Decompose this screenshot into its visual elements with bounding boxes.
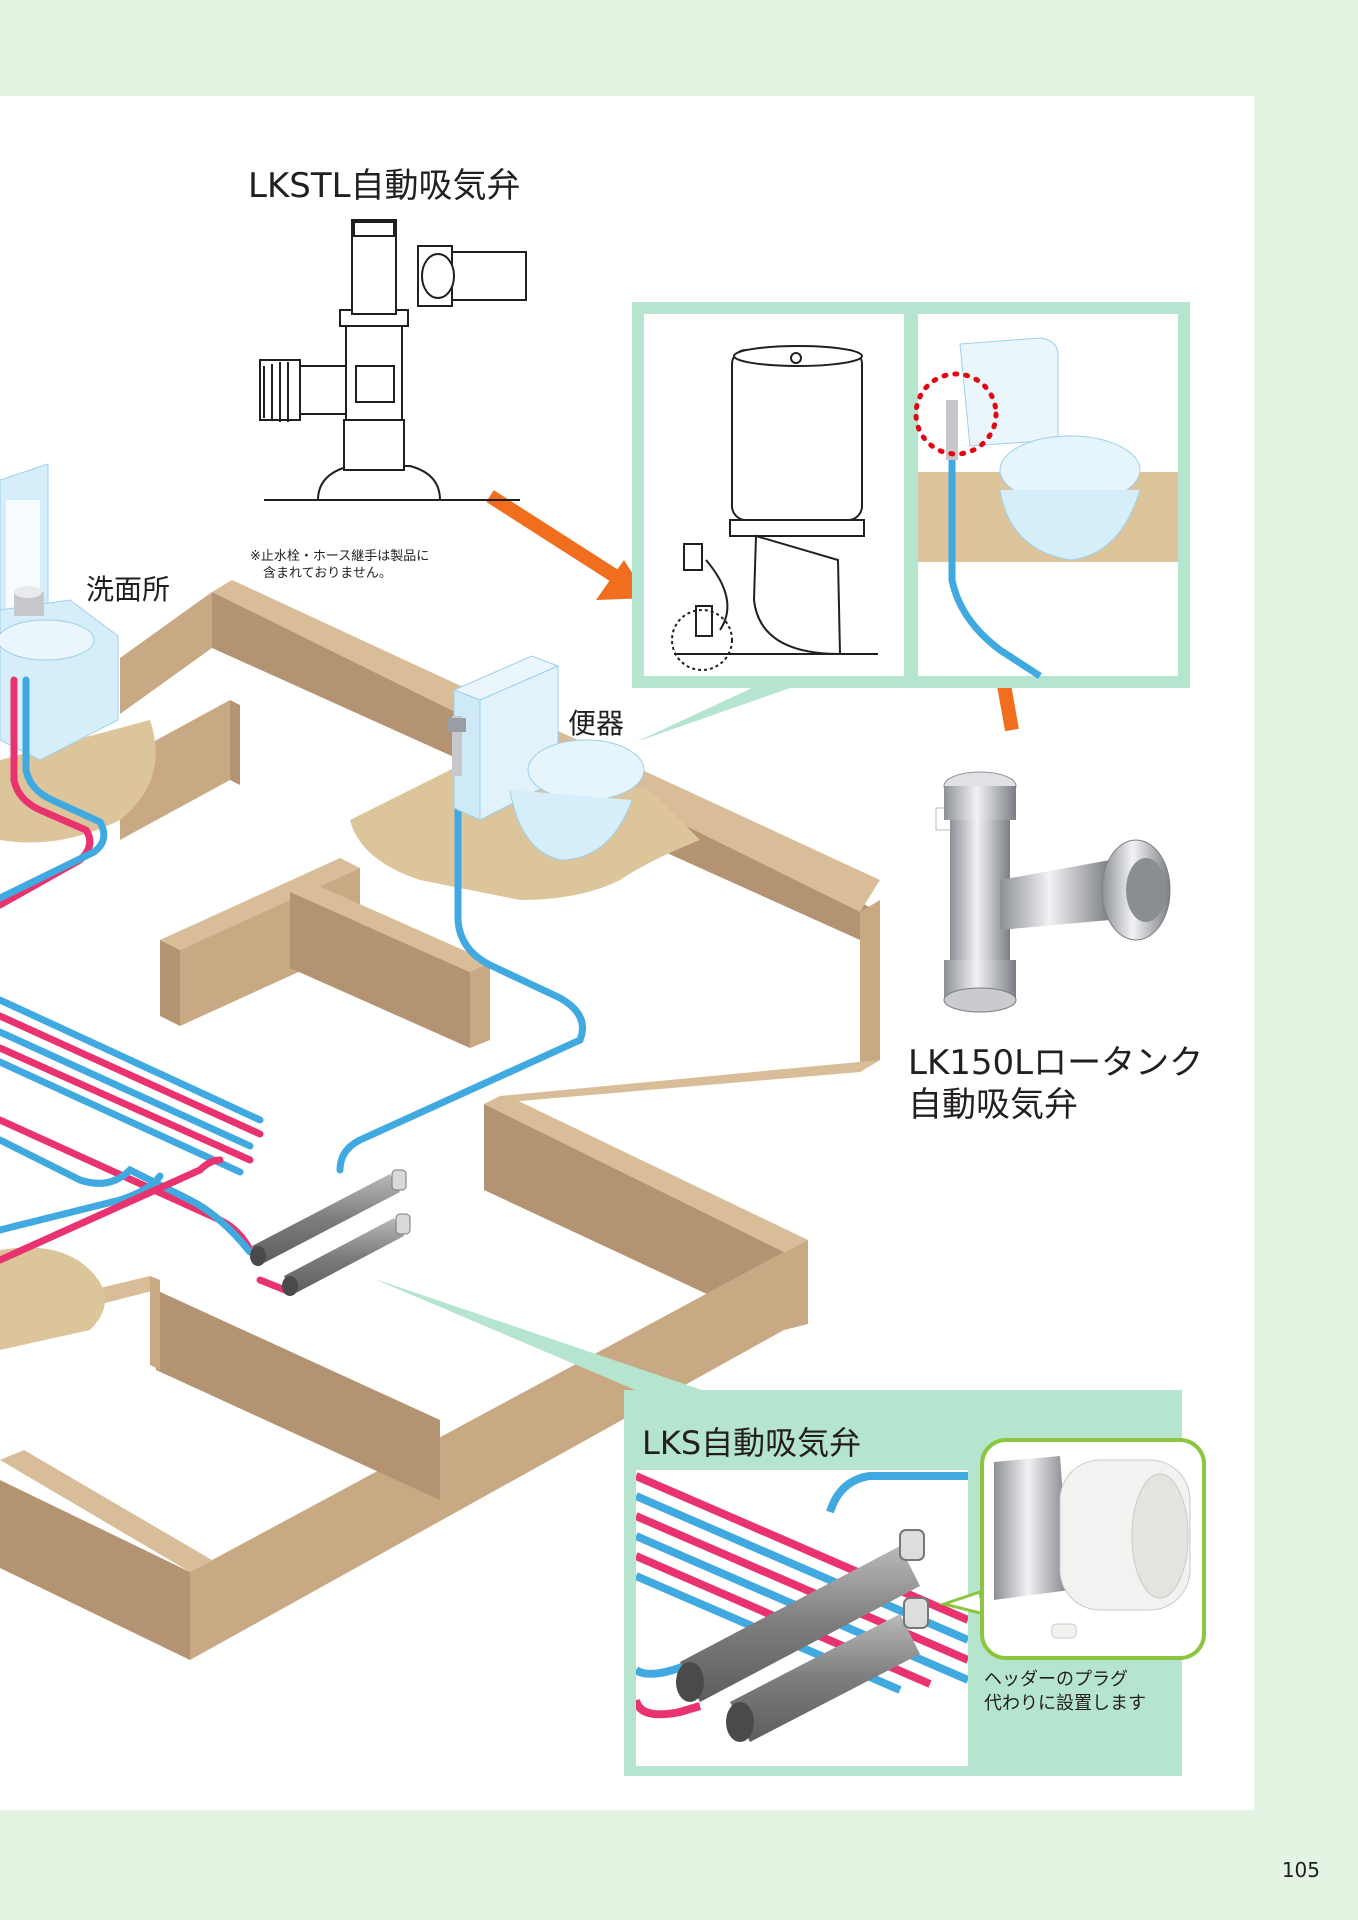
toilet-in-room xyxy=(448,655,645,861)
plug-caption: ヘッダーのプラグ 代わりに設置します xyxy=(984,1668,1146,1716)
plug-caption-line-2: 代わりに設置します xyxy=(984,1693,1146,1714)
lks-callout xyxy=(372,1278,1206,1776)
lk150l-title-line-2: 自動吸気弁 xyxy=(908,1085,1078,1125)
page-number: 105 xyxy=(1281,1858,1320,1882)
pipe-network xyxy=(0,676,586,1296)
lk150l-title: LK150Lロータンク 自動吸気弁 xyxy=(908,1042,1203,1126)
pipe-headers xyxy=(250,1169,411,1296)
lks-title: LKS自動吸気弁 xyxy=(642,1424,862,1462)
toilet-callout xyxy=(632,302,1190,742)
note-line-2: 含まれておりません。 xyxy=(250,566,392,581)
washbasin xyxy=(0,463,119,761)
lk150l-valve-image xyxy=(935,771,1171,1013)
toilet-label: 便器 xyxy=(568,707,625,740)
note-line-1: ※止水栓・ホース継手は製品に xyxy=(250,549,430,564)
plug-caption-line-1: ヘッダーのプラグ xyxy=(984,1669,1128,1690)
note-text: ※止水栓・ホース継手は製品に 含まれておりません。 xyxy=(250,548,429,582)
lkstl-title: LKSTL自動吸気弁 xyxy=(248,166,521,206)
washroom-label: 洗面所 xyxy=(86,573,171,606)
lk150l-title-line-1: LK150Lロータンク xyxy=(908,1043,1204,1083)
lkstl-valve-drawing xyxy=(259,219,527,501)
